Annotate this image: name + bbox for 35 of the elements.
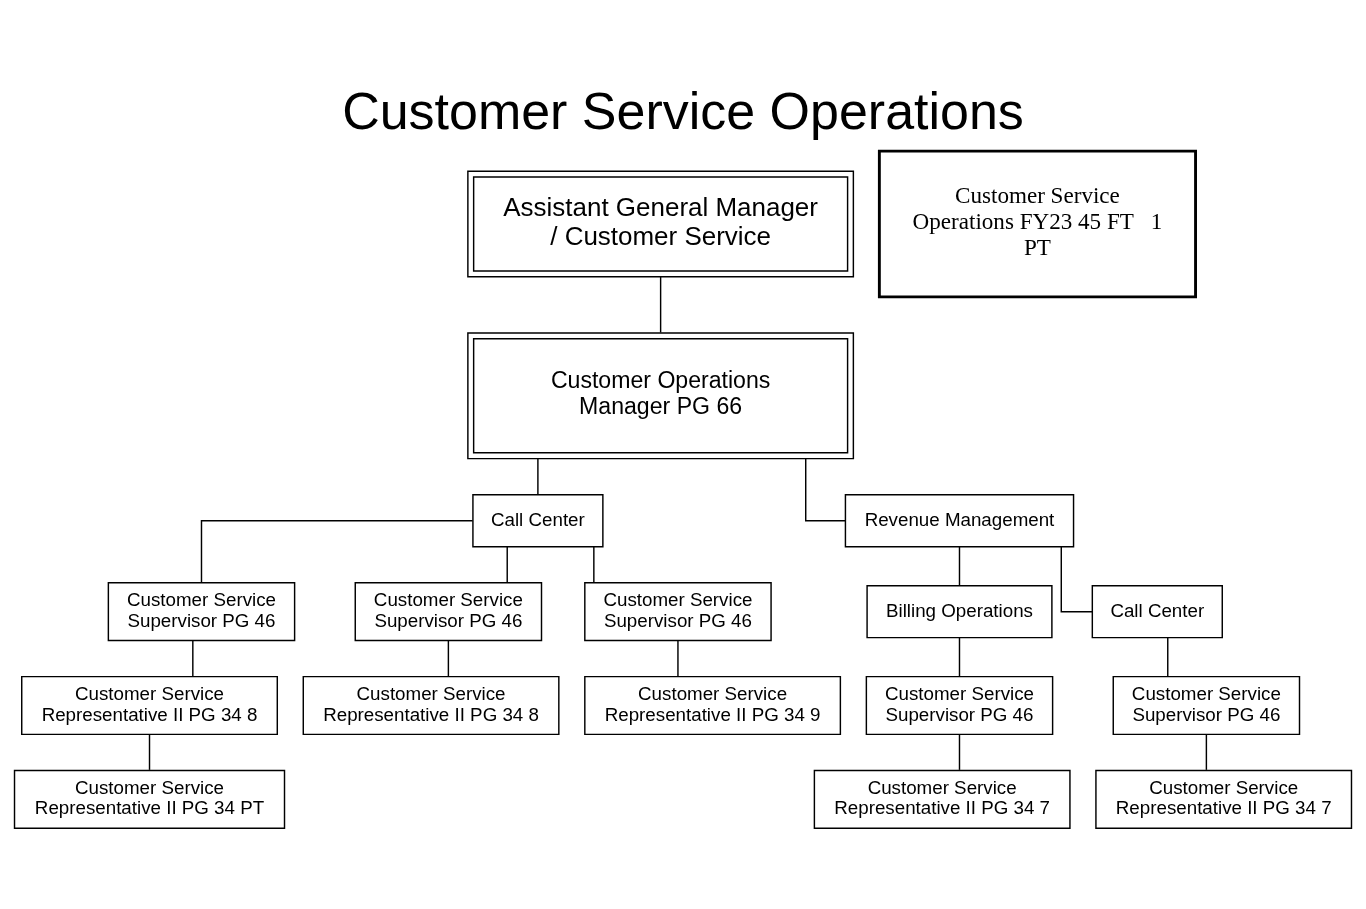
diagram-title: Customer Service Operations xyxy=(342,81,1024,140)
node-box: Customer Service Representative II PG 34 8 xyxy=(302,675,560,735)
node-box: Customer Service Supervisor PG 46 xyxy=(865,675,1054,735)
node-box: Assistant General Manager / Customer Service xyxy=(467,170,855,277)
connector xyxy=(148,733,151,771)
node-box: Customer Service Representative II PG 34 PT xyxy=(13,769,286,829)
connector xyxy=(958,733,961,771)
node-box: Call Center xyxy=(1091,584,1223,638)
node-box: Customer Operations Manager PG 66 xyxy=(467,331,855,459)
connector xyxy=(958,636,961,677)
connector xyxy=(593,545,595,583)
node-box: Customer Service Supervisor PG 46 xyxy=(354,581,543,641)
node-box: Customer Service Supervisor PG 46 xyxy=(1112,675,1301,735)
node-box: Customer Service Operations FY23 45 FT 1 PT xyxy=(877,149,1197,298)
node-box: Billing Operations xyxy=(866,584,1053,638)
node-box: Customer Service Representative II PG 34 9 xyxy=(584,675,842,735)
connector xyxy=(537,457,539,495)
connector xyxy=(447,639,450,677)
connector xyxy=(1205,733,1208,771)
connector xyxy=(506,545,508,583)
connector xyxy=(1167,636,1169,677)
connector xyxy=(659,275,662,333)
node-box: Customer Service Representative II PG 34 8 xyxy=(21,675,278,735)
connector xyxy=(677,639,679,677)
node-box: Revenue Management xyxy=(844,493,1075,547)
connector xyxy=(805,457,847,521)
connector xyxy=(192,639,194,677)
connector xyxy=(1060,545,1093,612)
node-box: Customer Service Representative II PG 34 7 xyxy=(1095,769,1353,829)
node-box: Customer Service Representative II PG 34 7 xyxy=(813,769,1071,829)
node-box: Call Center xyxy=(472,493,604,547)
node-box: Customer Service Supervisor PG 46 xyxy=(584,581,772,641)
connector xyxy=(200,519,474,583)
node-box: Customer Service Supervisor PG 46 xyxy=(107,581,296,641)
connector xyxy=(958,545,961,586)
